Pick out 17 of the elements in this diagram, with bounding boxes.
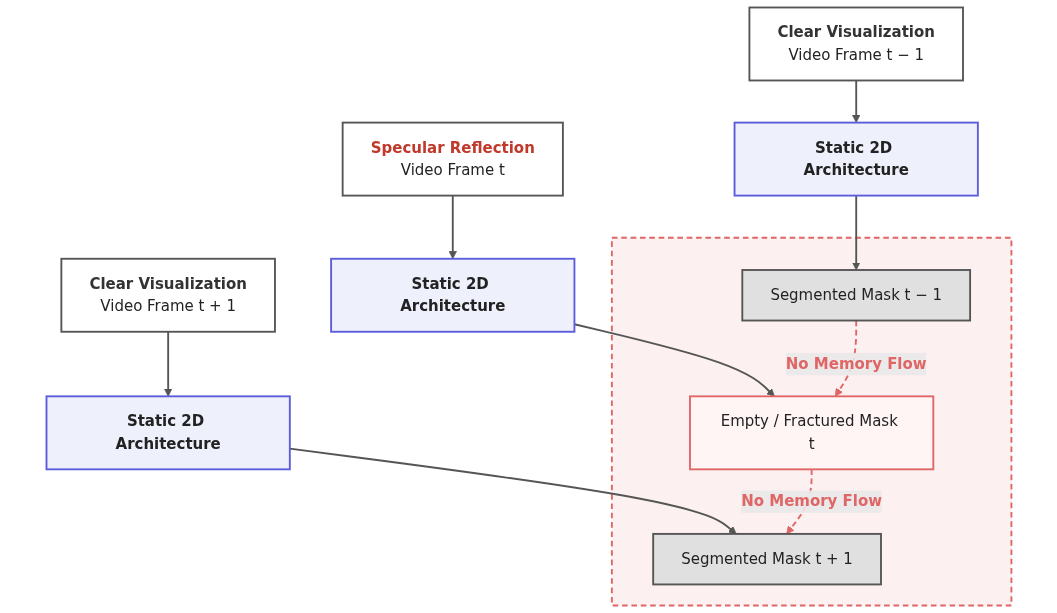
edge-label: No Memory Flow	[785, 354, 927, 373]
node-box: Empty / Fractured Mask t	[688, 395, 934, 471]
arrow	[851, 194, 860, 271]
node-box: Clear Visualization Video Frame t − 1	[748, 6, 964, 82]
node-box: Segmented Mask t − 1	[740, 269, 971, 322]
arrow	[851, 79, 860, 123]
edge-label: No Memory Flow	[740, 492, 882, 511]
node-box: Static 2D Architecture	[329, 257, 575, 333]
node-box: Specular Reflection Video Frame t	[341, 121, 564, 197]
node-box: Static 2D Architecture	[45, 395, 291, 471]
arrow	[448, 194, 457, 260]
arrow	[573, 323, 775, 397]
node-box: Static 2D Architecture	[733, 121, 979, 197]
node-box: Segmented Mask t + 1	[651, 532, 882, 586]
node-box: Clear Visualization Video Frame t + 1	[59, 257, 276, 333]
cluster	[610, 236, 1012, 607]
arrow	[163, 330, 172, 397]
